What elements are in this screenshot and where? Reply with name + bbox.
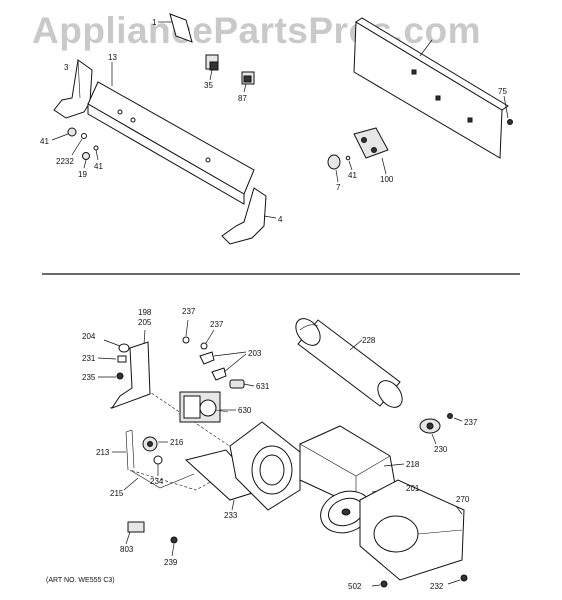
part-270-housing-cover xyxy=(359,479,465,581)
label-205: 205 xyxy=(138,318,152,327)
part-3-end-bracket xyxy=(53,59,93,119)
part-1-sheet xyxy=(158,13,193,43)
label-201: 201 xyxy=(406,484,420,493)
art-number: (ART NO. WE555 C3) xyxy=(46,577,115,584)
part-87-switch xyxy=(241,71,255,93)
label-239: 239 xyxy=(164,558,178,567)
label-7: 7 xyxy=(336,183,341,192)
part-239-screw xyxy=(170,536,178,557)
part-803-switch xyxy=(125,521,145,545)
label-237a: 237 xyxy=(182,307,196,316)
part-2232-knob xyxy=(71,133,87,156)
label-215: 215 xyxy=(110,489,124,498)
upper-assembly xyxy=(51,13,513,245)
label-216: 216 xyxy=(170,438,184,447)
label-237c: 237 xyxy=(464,418,478,427)
part-41-screw xyxy=(93,145,99,161)
part-630-motor xyxy=(179,391,236,423)
label-213: 213 xyxy=(96,448,110,457)
label-35: 35 xyxy=(204,81,213,90)
label-631: 631 xyxy=(256,382,270,391)
backsplash-plate xyxy=(353,17,509,159)
part-228-duct xyxy=(295,318,403,408)
part-237-screw-2 xyxy=(200,329,215,350)
label-270: 270 xyxy=(456,495,470,504)
label-235: 235 xyxy=(82,373,96,382)
part-41-knob xyxy=(51,127,77,141)
label-4: 4 xyxy=(278,215,283,224)
part-75-screw xyxy=(503,95,513,125)
label-233: 233 xyxy=(224,511,238,520)
part-234-washer xyxy=(153,455,163,476)
label-100: 100 xyxy=(380,175,394,184)
label-13: 13 xyxy=(108,53,117,62)
lower-assembly xyxy=(97,318,468,588)
label-234: 234 xyxy=(150,477,164,486)
part-232-screw xyxy=(447,574,468,585)
label-803: 803 xyxy=(120,545,134,554)
label-41c: 41 xyxy=(348,171,357,180)
part-203-clips xyxy=(199,351,247,381)
label-630: 630 xyxy=(238,406,252,415)
part-502-screw xyxy=(371,580,388,588)
label-230: 230 xyxy=(434,445,448,454)
part-237-screw-3 xyxy=(447,413,463,422)
part-204-clip xyxy=(103,339,130,353)
label-232: 232 xyxy=(430,582,444,591)
label-87: 87 xyxy=(238,94,247,103)
label-2232: 2232 xyxy=(56,157,74,166)
part-233-housing xyxy=(184,421,301,511)
part-35-switch xyxy=(205,54,219,81)
part-labels: 1 3 13 35 87 41 2232 19 41 4 75 7 41 100… xyxy=(40,18,507,591)
label-218: 218 xyxy=(406,460,420,469)
part-237-screw xyxy=(182,319,190,344)
part-13-control-panel xyxy=(87,62,255,205)
label-231: 231 xyxy=(82,354,96,363)
part-213-rod xyxy=(112,429,135,471)
part-230-thermostat xyxy=(419,418,441,445)
label-228: 228 xyxy=(362,336,376,345)
part-231-clip xyxy=(97,355,127,363)
label-198: 198 xyxy=(138,308,152,317)
label-41: 41 xyxy=(40,137,49,146)
label-41b: 41 xyxy=(94,162,103,171)
label-237b: 237 xyxy=(210,320,224,329)
part-215-wire xyxy=(123,469,195,491)
part-235-screw xyxy=(98,372,124,380)
part-19-screw xyxy=(82,152,90,169)
label-1: 1 xyxy=(152,18,157,27)
part-216-pulley xyxy=(142,436,168,452)
label-19: 19 xyxy=(78,170,87,179)
part-198-bracket xyxy=(110,329,151,409)
part-4-end-bracket xyxy=(221,187,277,245)
part-41-spring xyxy=(345,155,353,171)
label-203: 203 xyxy=(248,349,262,358)
part-631-plug xyxy=(229,379,255,389)
part-7-knob xyxy=(327,154,341,183)
label-204: 204 xyxy=(82,332,96,341)
part-100-timer xyxy=(353,127,389,175)
label-3: 3 xyxy=(64,63,69,72)
label-502: 502 xyxy=(348,582,362,591)
label-75: 75 xyxy=(498,87,507,96)
